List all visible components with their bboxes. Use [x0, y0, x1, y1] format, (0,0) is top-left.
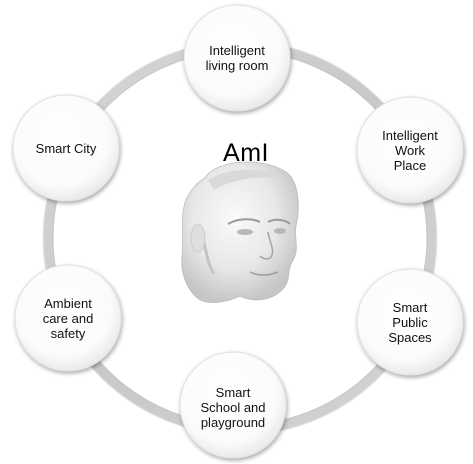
node-bubble-public-spaces: [356, 268, 464, 376]
node-bubble-work-place: [356, 96, 464, 204]
face-render-image: [181, 161, 299, 303]
node-bubble-living-room: [183, 4, 291, 112]
node-bubble-ambient-care: [14, 264, 122, 372]
center-title: AmI: [223, 139, 269, 167]
node-bubble-school: [179, 351, 287, 459]
node-bubble-smart-city: [12, 94, 120, 202]
